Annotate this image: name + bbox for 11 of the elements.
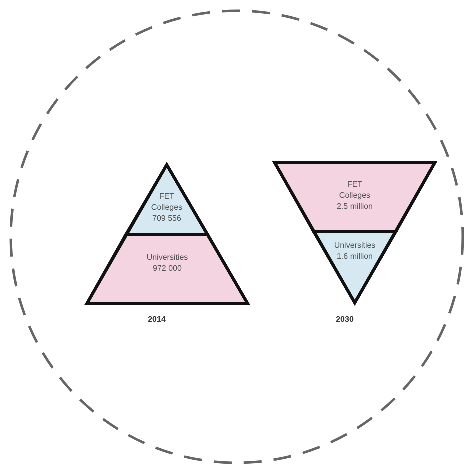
pyramid-segment bbox=[87, 235, 248, 304]
segment-label: FET Colleges 2.5 million bbox=[336, 179, 374, 212]
year-label: 2030 bbox=[335, 315, 355, 324]
dashed-circle bbox=[10, 10, 464, 464]
segment-label: Universities 1.6 million bbox=[333, 240, 377, 262]
segment-label: Universities 972 000 bbox=[146, 252, 190, 274]
pyramid-segment bbox=[275, 163, 435, 232]
triangle bbox=[85, 162, 251, 307]
year-label: 2014 bbox=[147, 315, 167, 324]
segment-label: FET Colleges 709 556 bbox=[150, 191, 184, 224]
triangle bbox=[272, 160, 438, 307]
